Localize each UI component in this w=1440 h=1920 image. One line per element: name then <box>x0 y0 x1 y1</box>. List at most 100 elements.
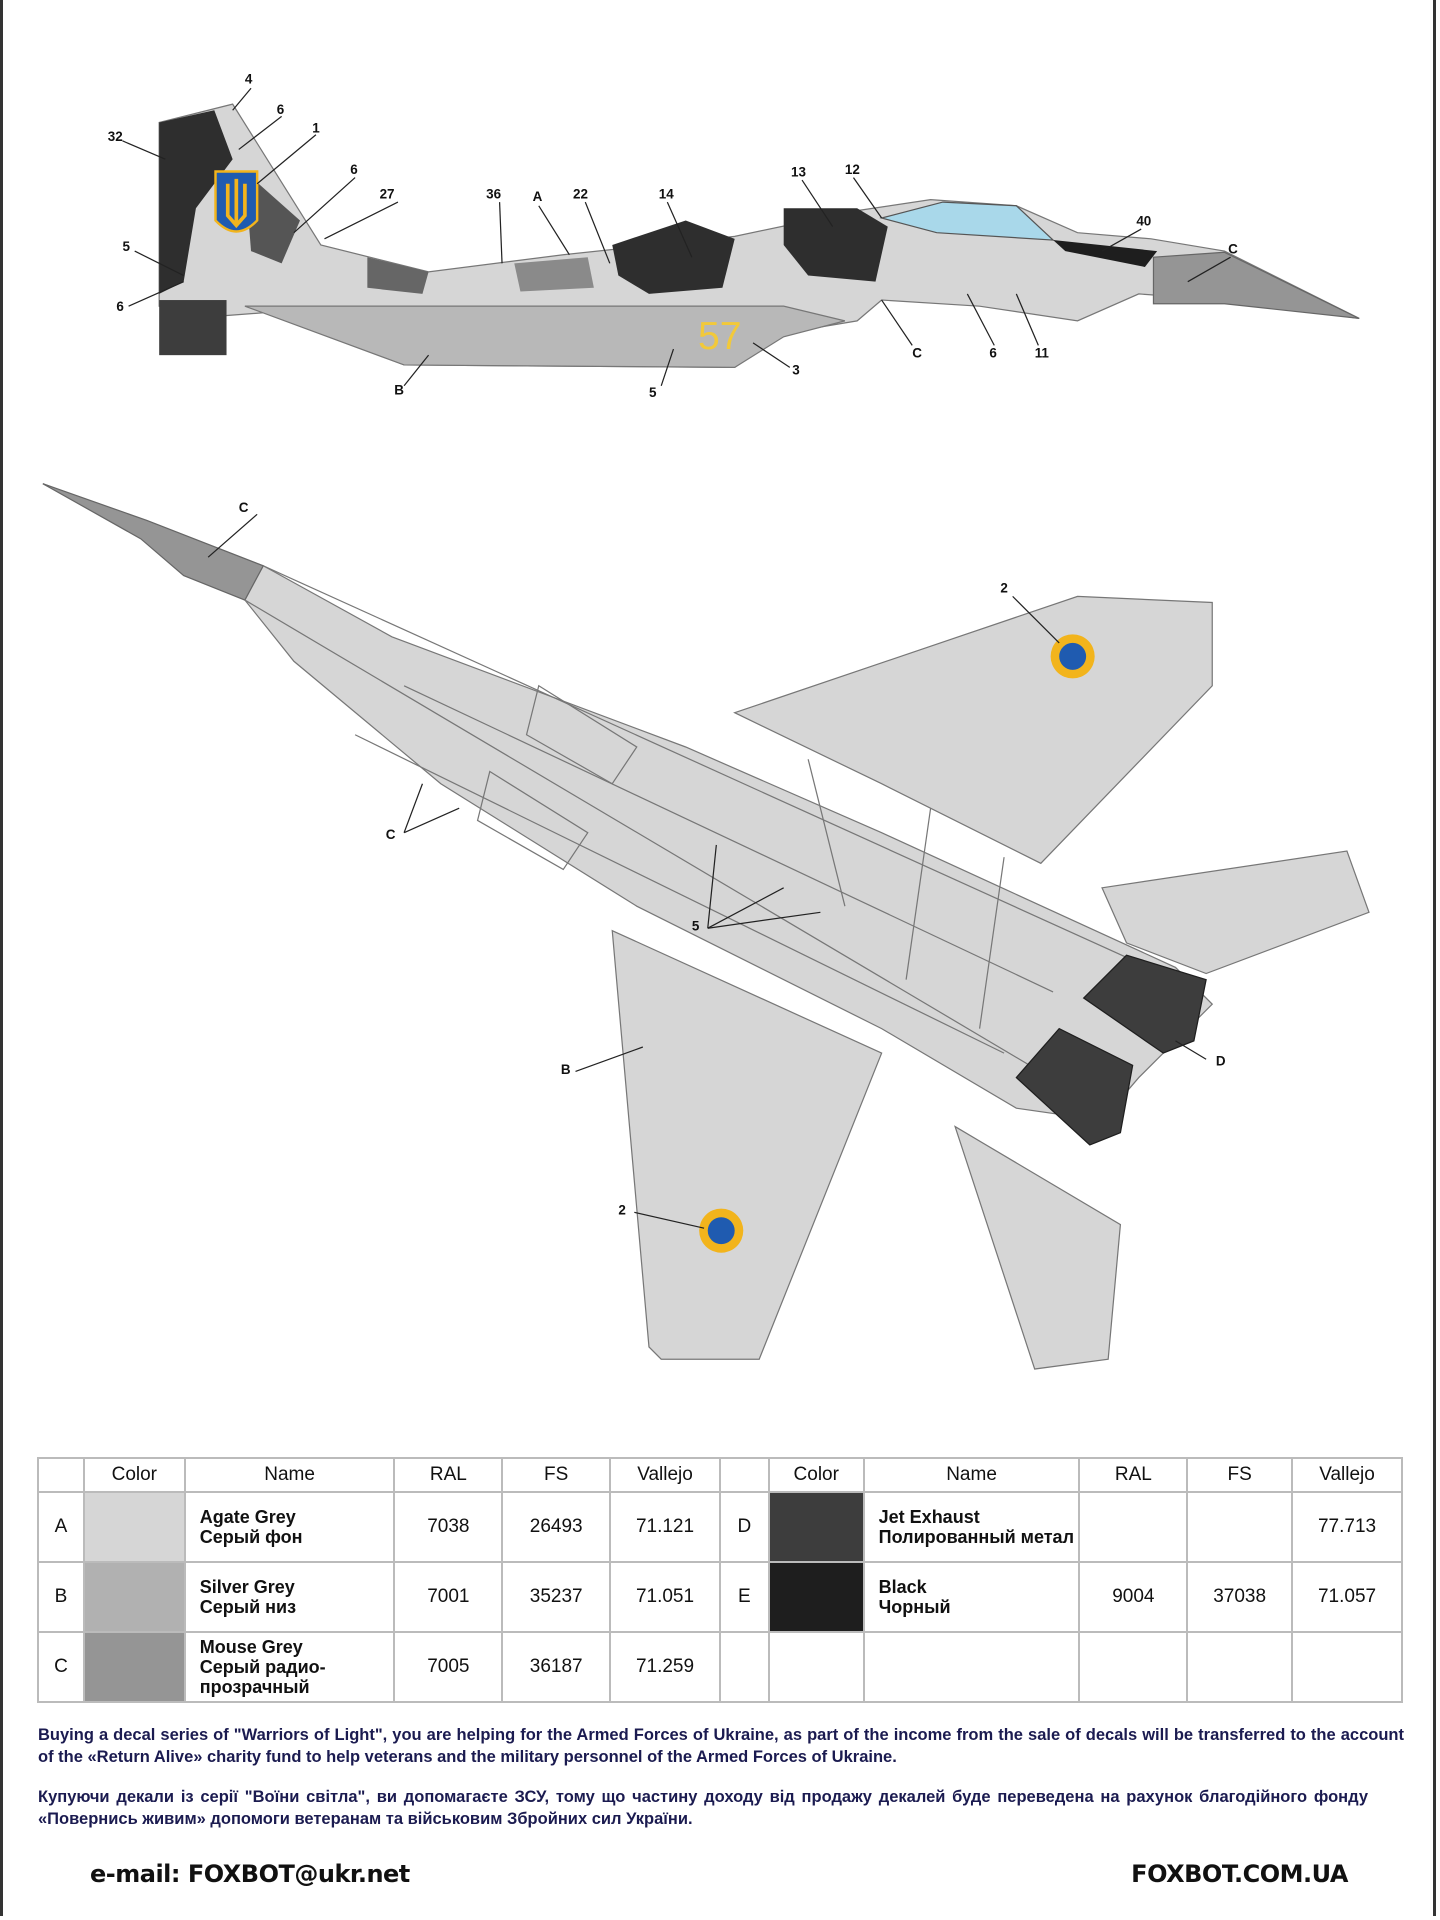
callout-label: C <box>912 346 922 361</box>
table-cell: Серый фон <box>199 1527 303 1547</box>
callout-label: C <box>239 500 249 515</box>
table-cell: 37038 <box>1186 1561 1294 1633</box>
callout-label: 40 <box>1136 213 1151 228</box>
side-view: 57 4 6 1 32 6 27 36 A 22 14 13 12 40 C 5… <box>108 71 1360 400</box>
bottom-leader-lines <box>207 513 1207 1229</box>
callout-label: 32 <box>108 129 123 144</box>
table-cell: Чорный <box>878 1597 951 1617</box>
table-cell: Полированный метал <box>878 1527 1075 1547</box>
callout-label: 5 <box>692 919 700 934</box>
table-cell: Black <box>878 1577 927 1597</box>
footer-website[interactable]: FOXBOT.COM.UA <box>1131 1860 1348 1888</box>
callout-label: 27 <box>380 186 395 201</box>
engine-exhausts <box>1015 954 1207 1146</box>
table-cell: 7038 <box>393 1491 504 1563</box>
callout-label: C <box>1228 242 1238 257</box>
callout-label: B <box>394 382 404 397</box>
table-cell: 7001 <box>393 1561 504 1633</box>
callout-label: 11 <box>1035 346 1050 361</box>
callout-label: 6 <box>277 102 284 117</box>
table-cell: Color <box>767 1457 865 1493</box>
callout-label: 3 <box>792 363 799 378</box>
table-cell: Agate Grey <box>199 1507 296 1527</box>
table-cell <box>1186 1491 1294 1563</box>
table-cell: FS <box>1186 1457 1294 1493</box>
engine-exhaust-side <box>159 300 227 356</box>
table-cell: E <box>718 1561 770 1633</box>
lower-fuselage <box>244 305 846 369</box>
charity-note-ukrainian: Купуючи декали із серії "Воїни світла", … <box>38 1788 1368 1828</box>
roundel-right-wing <box>1050 634 1095 679</box>
table-cell: C <box>37 1631 85 1703</box>
table-cell: 71.121 <box>609 1491 721 1563</box>
color-swatch-d <box>769 1493 863 1561</box>
color-swatch-a <box>84 1493 184 1561</box>
charity-note-english: Buying a decal series of "Warriors of Li… <box>38 1726 1404 1766</box>
side-leader-lines <box>122 87 1231 387</box>
table-cell: 71.259 <box>609 1631 721 1703</box>
table-cell: B <box>37 1561 85 1633</box>
color-swatch-e <box>769 1563 863 1631</box>
callout-label: 12 <box>845 162 860 177</box>
callout-label: 36 <box>486 186 501 201</box>
table-cell: Серый низ <box>199 1597 297 1617</box>
canopy <box>879 201 1055 241</box>
table-cell: Color <box>82 1457 186 1493</box>
color-swatch-c <box>84 1633 184 1701</box>
table-cell: Jet Exhaust <box>878 1507 980 1527</box>
callout-label: 1 <box>312 120 320 135</box>
panel-lines <box>244 565 1176 1109</box>
table-cell: Vallejo <box>1291 1457 1403 1493</box>
table-cell: 71.057 <box>1291 1561 1403 1633</box>
stabilizer-right <box>1101 850 1370 975</box>
wing-left <box>611 929 883 1360</box>
bottom-view: C 2 C 5 B D 2 <box>42 483 1370 1370</box>
bottom-callouts: C 2 C 5 B D 2 <box>239 500 1226 1218</box>
callout-label: 13 <box>791 164 806 179</box>
nose-cone-side <box>1152 251 1360 320</box>
side-callouts: 4 6 1 32 6 27 36 A 22 14 13 12 40 C 5 6 … <box>108 71 1238 399</box>
table-cell: 26493 <box>501 1491 612 1563</box>
callout-label: 2 <box>1000 581 1007 596</box>
table-cell: Vallejo <box>609 1457 721 1493</box>
aircraft-illustrations: 57 4 6 1 32 6 27 36 A 22 14 13 12 40 C 5… <box>42 71 1370 1370</box>
callout-label: 4 <box>245 71 253 86</box>
table-cell: A <box>37 1491 85 1563</box>
table-cell: RAL <box>393 1457 504 1493</box>
table-cell: Silver Grey <box>199 1577 295 1597</box>
callout-label: 5 <box>649 385 657 400</box>
callout-label: B <box>561 1062 571 1077</box>
callout-label: 6 <box>116 299 123 314</box>
table-cell: 36187 <box>501 1631 612 1703</box>
callout-label: A <box>533 189 543 204</box>
table-cell: FS <box>501 1457 612 1493</box>
table-cell: Name <box>183 1457 396 1493</box>
table-cell: RAL <box>1078 1457 1189 1493</box>
tail-number: 57 <box>698 315 742 358</box>
nose-cone-bottom <box>42 483 265 601</box>
table-cell: Mouse Grey <box>199 1637 303 1657</box>
footer-email[interactable]: e-mail: FOXBOT@ukr.net <box>90 1860 410 1888</box>
table-cell: Серый радио-прозрачный <box>199 1657 326 1697</box>
callout-label: 22 <box>573 186 588 201</box>
table-cell <box>1078 1491 1189 1563</box>
table-cell: 35237 <box>501 1561 612 1633</box>
stabilizer-left <box>954 1125 1122 1370</box>
color-swatch-b <box>84 1563 184 1631</box>
callout-label: 14 <box>659 186 674 201</box>
roundel-left-wing <box>699 1208 744 1253</box>
callout-label: 6 <box>989 346 996 361</box>
table-cell: 9004 <box>1078 1561 1189 1633</box>
table-cell <box>37 1457 85 1493</box>
callout-label: C <box>386 827 396 842</box>
callout-label: D <box>1216 1053 1226 1068</box>
table-cell <box>718 1457 770 1493</box>
digital-camo <box>159 110 888 294</box>
callout-label: 2 <box>618 1203 625 1218</box>
